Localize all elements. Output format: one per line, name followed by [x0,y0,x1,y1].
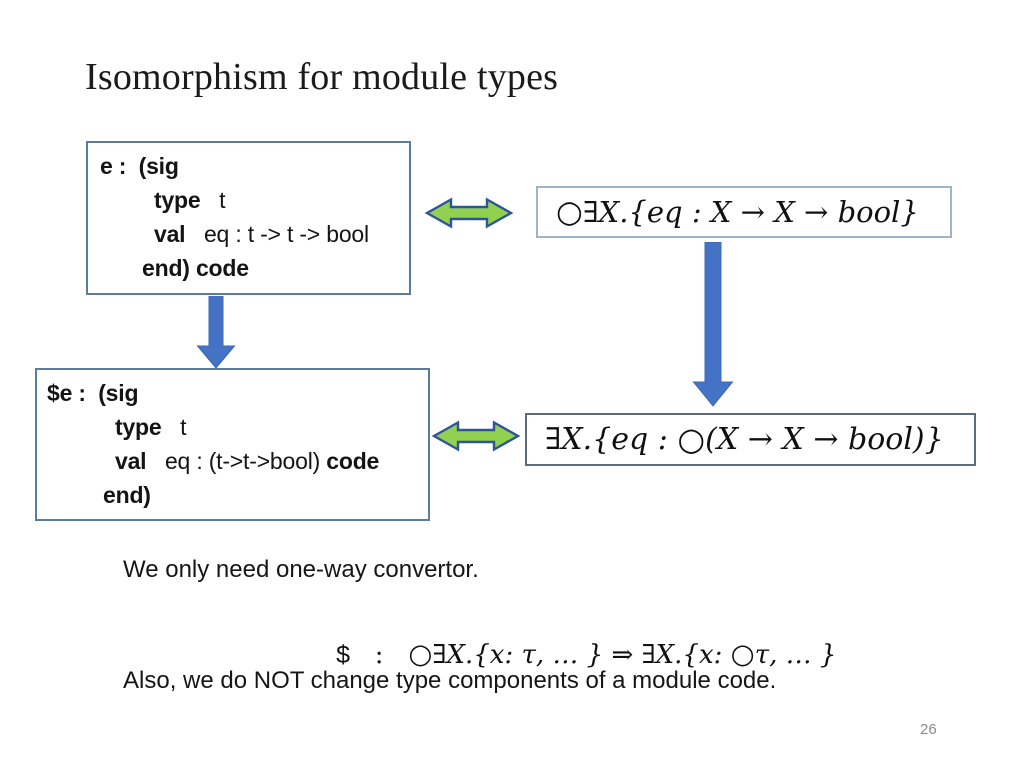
formula-text: : [349,640,409,670]
code-text: t [200,187,226,213]
down-block-arrow-svg [196,295,236,369]
code-line: end) [37,478,428,512]
code-text: e : (sig [100,153,179,179]
formula-text: ∃X.{eq : X → X → bool} [582,195,919,229]
convertor-formula: $ : ○∃X.{x: τ, … } ⇒ ∃X.{x: ○τ, … } [303,608,836,700]
code-line: val eq : (t->t->bool) code [37,444,428,478]
code-box-se: $e : (sig type t val eq : (t->t->bool) c… [35,368,430,521]
arrow-shape [692,241,734,407]
code-keyword: val [154,221,186,247]
code-keyword: val [115,448,147,474]
down-block-arrow-svg [692,241,734,407]
circle-modality-symbol: ○ [677,421,706,458]
code-keyword: code [326,448,380,474]
code-line: e : (sig [88,149,409,183]
double-arrow-bottom-icon [431,419,521,453]
code-line: end) code [88,251,409,285]
formula-text: τ, … } [754,640,837,670]
note-no-change: Also, we do NOT change type components o… [123,667,777,694]
double-headed-arrow-svg [431,420,521,452]
code-box-e: e : (sig type t val eq : t -> t -> bool … [86,141,411,295]
down-arrow-right-icon [692,241,734,408]
code-text: $e : (sig [47,380,139,406]
double-arrow-top-icon [424,196,514,230]
circle-modality-symbol: ○ [408,638,433,670]
code-keyword: type [115,414,162,440]
formula-text: (X → X → bool)} [705,422,944,457]
page-number: 26 [920,721,937,738]
code-keyword: type [154,187,201,213]
code-line: val eq : t -> t -> bool [88,217,409,251]
circle-modality-symbol: ○ [556,194,583,230]
arrow-shape [424,197,514,229]
code-text: eq : t -> t -> bool [185,221,369,247]
dollar-symbol: $ [336,641,350,669]
note-one-way: We only need one-way convertor. [123,556,479,583]
code-text: end) code [142,255,249,281]
code-text: eq : (t->t->bool) [146,448,327,474]
down-arrow-left-icon [196,295,236,370]
code-line: $e : (sig [37,376,428,410]
formula-text: ∃X.{eq : [545,422,678,457]
code-text: t [161,414,187,440]
formula-box-top: ○∃X.{eq : X → X → bool} [536,186,952,238]
double-headed-arrow-svg [424,197,514,229]
formula-box-bottom: ∃X.{eq : ○(X → X → bool)} [525,413,976,466]
code-line: type t [88,183,409,217]
code-line: type t [37,410,428,444]
arrow-shape [196,295,236,369]
code-text: end) [103,482,151,508]
circle-modality-symbol: ○ [730,638,755,670]
arrow-shape [431,420,521,452]
formula-text: ∃X.{x: τ, … } ⇒ ∃X.{x: [432,640,731,670]
page-title: Isomorphism for module types [85,56,559,98]
